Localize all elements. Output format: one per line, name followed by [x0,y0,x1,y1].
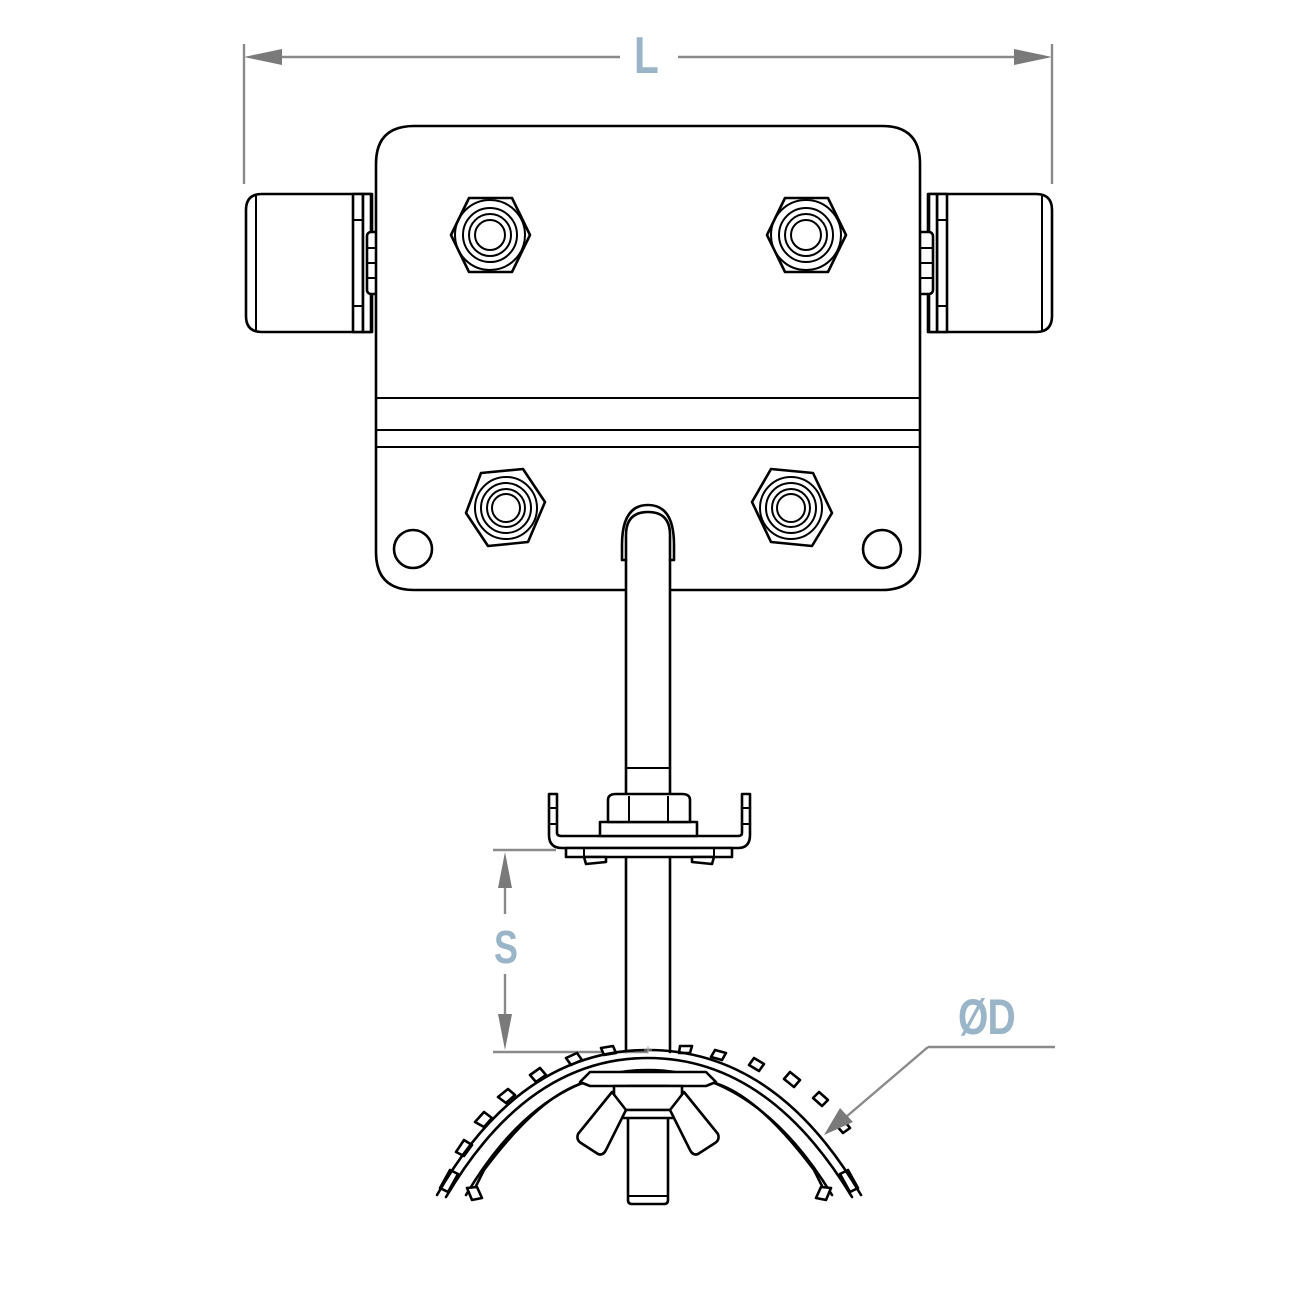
dimension-l [242,44,1054,184]
dimension-label-length: L [634,27,659,85]
hex-nut-bottom-left [464,467,547,548]
dimension-label-diameter: ØD [958,989,1016,1045]
hex-nut-top-right [765,196,848,274]
dimension-label-spacing: S [494,921,518,973]
cable-saddle [435,1044,863,1202]
hanger-rod [620,503,676,802]
dimension-s [493,848,648,1054]
hex-nut-top-left [449,196,532,274]
dimension-diameter [824,1045,1055,1135]
center-mark [644,1046,652,1054]
wing-nut [576,1084,720,1206]
threaded-rod [624,855,672,1054]
hex-nut-bottom-right [750,467,834,548]
upper-bracket [547,792,752,866]
